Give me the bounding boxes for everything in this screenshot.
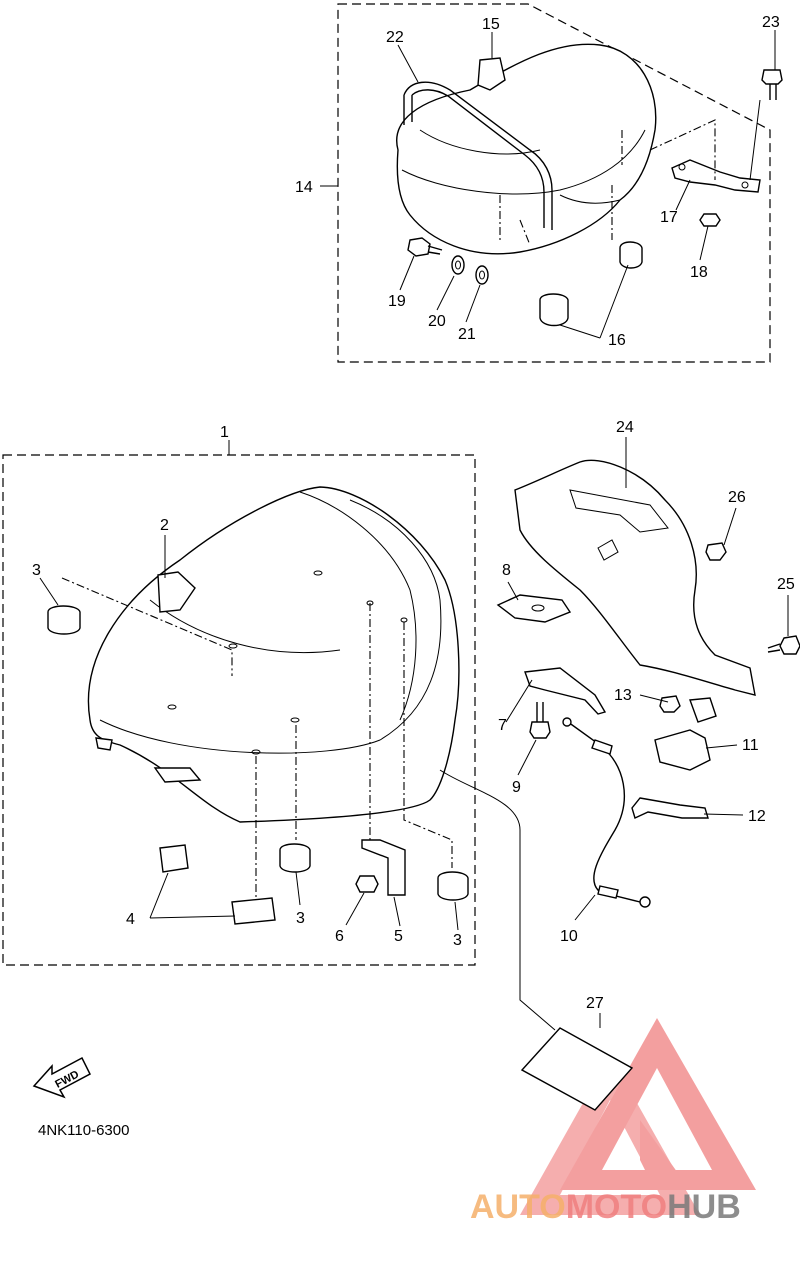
leader-lines [39, 30, 789, 1028]
callout-20: 20 [428, 313, 446, 330]
watermark-logo [520, 1018, 756, 1215]
callout-7: 7 [498, 717, 507, 734]
callout-4: 4 [126, 911, 135, 928]
callout-17: 17 [660, 209, 678, 226]
rear-seat-group [337, 3, 783, 363]
callout-24: 24 [616, 419, 634, 436]
callout-16: 16 [608, 332, 626, 349]
callout-labels: 1 2 3 3 3 4 5 6 7 8 9 10 11 12 13 14 15 … [32, 14, 795, 1012]
watermark-moto: MOTO [566, 1188, 667, 1226]
fwd-arrow-icon: FWD [32, 1056, 91, 1099]
callout-12: 12 [748, 808, 766, 825]
diagram-code: 4NK110-6300 [38, 1122, 129, 1139]
callout-8: 8 [502, 562, 511, 579]
callout-6: 6 [335, 928, 344, 945]
callout-5: 5 [394, 928, 403, 945]
callout-3-center: 3 [296, 910, 305, 927]
callout-25: 25 [777, 576, 795, 593]
callout-3-left: 3 [32, 562, 41, 579]
callout-14: 14 [295, 179, 313, 196]
right-side-parts [439, 459, 800, 1111]
callout-10: 10 [560, 928, 578, 945]
callout-1: 1 [220, 424, 229, 441]
callout-18: 18 [690, 264, 708, 281]
callout-22: 22 [386, 29, 404, 46]
callout-23: 23 [762, 14, 780, 31]
callout-21: 21 [458, 326, 476, 343]
main-seat-group [2, 454, 476, 966]
callout-19: 19 [388, 293, 406, 310]
watermark-hub: HUB [667, 1188, 741, 1226]
callout-13: 13 [614, 687, 632, 704]
watermark-text: AUTOMOTOHUB [470, 1188, 741, 1226]
callout-27: 27 [586, 995, 604, 1012]
svg-text:AUTOMOTOHUB: AUTOMOTOHUB [470, 1188, 741, 1226]
callout-26: 26 [728, 489, 746, 506]
callout-9: 9 [512, 779, 521, 796]
callout-2: 2 [160, 517, 169, 534]
callout-15: 15 [482, 16, 500, 33]
callout-3-right: 3 [453, 932, 462, 949]
watermark-auto: AUTO [470, 1188, 566, 1226]
callout-11: 11 [742, 737, 759, 754]
